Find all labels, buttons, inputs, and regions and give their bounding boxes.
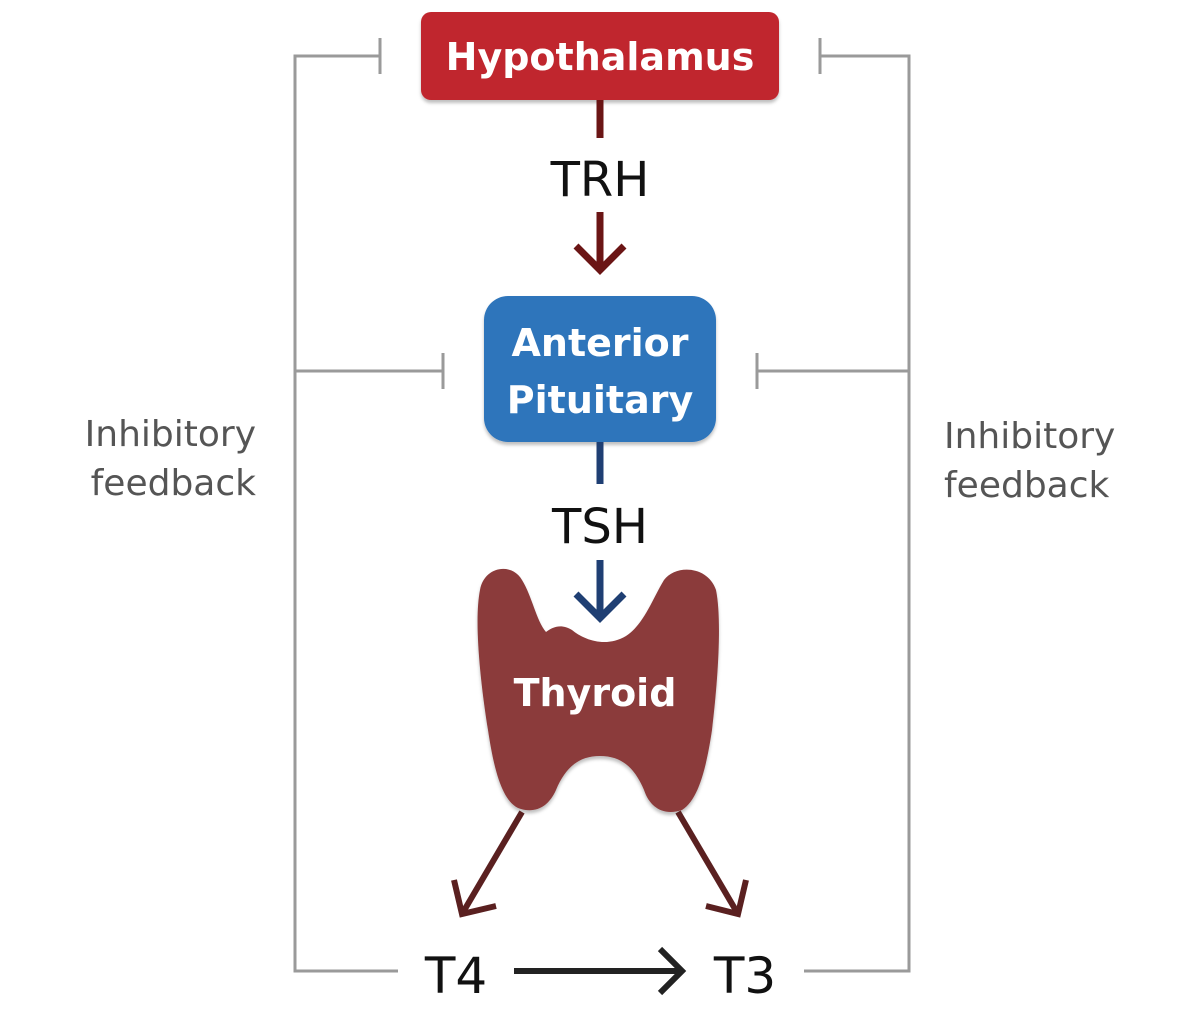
- anterior-pituitary-label-line1: Anterior: [511, 321, 688, 365]
- anterior-pituitary-label-line2: Pituitary: [507, 378, 694, 422]
- feedback-left-bracket: [293, 38, 445, 973]
- t4-to-t3-arrow: [514, 946, 687, 996]
- feedback-left-label-line1: Inhibitory: [85, 414, 256, 455]
- t3-label: T3: [713, 947, 776, 1005]
- thyroid-label: Thyroid: [514, 671, 677, 715]
- feedback-right-label-line1: Inhibitory: [944, 416, 1115, 457]
- thyroid-to-t3-arrow: [675, 810, 749, 918]
- hypothalamus-node: Hypothalamus: [421, 12, 779, 100]
- hypothalamus-label: Hypothalamus: [446, 35, 755, 79]
- trh-label: TRH: [550, 152, 650, 208]
- t4-label: T4: [424, 947, 487, 1005]
- tsh-label: TSH: [551, 499, 648, 555]
- tsh-arrow: [573, 442, 627, 623]
- thyroid-gland-icon: [477, 568, 719, 812]
- thyroid-node: Thyroid: [477, 568, 719, 812]
- thyroid-to-t4-arrow: [451, 810, 525, 918]
- trh-arrow: [573, 100, 627, 275]
- feedback-right-bracket: [755, 38, 911, 973]
- anterior-pituitary-node: Anterior Pituitary: [484, 296, 716, 442]
- feedback-left-label-line2: feedback: [91, 463, 257, 504]
- feedback-right-label-line2: feedback: [944, 465, 1110, 506]
